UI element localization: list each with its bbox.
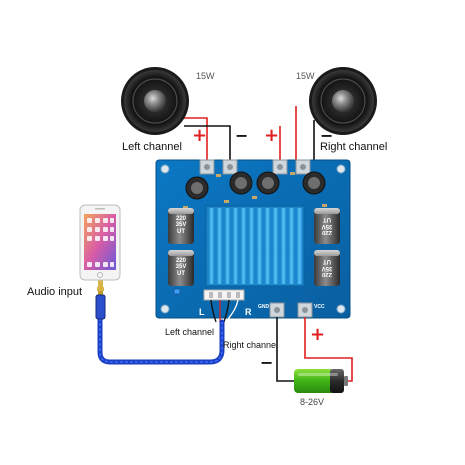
right-speaker-wires — [279, 106, 315, 167]
left-speaker-minus-marker: − — [235, 126, 249, 145]
input-wires — [210, 299, 239, 323]
audio-input-label: Audio input — [27, 286, 83, 298]
heatsink-fin — [249, 208, 254, 284]
capacitor-left-top — [168, 208, 194, 244]
heatsink-fin — [217, 208, 222, 284]
battery-voltage-label: 8-26V — [300, 397, 325, 407]
smartphone — [79, 204, 121, 281]
capacitor-left-bottom — [168, 250, 194, 286]
board-silk-R: R — [245, 307, 252, 317]
speaker-output-terminals — [199, 159, 311, 175]
power-plus-marker: + — [310, 324, 326, 345]
audio-input-connector — [203, 289, 245, 301]
heatsink-fin — [241, 208, 246, 284]
right-speaker-power-label: 15W — [296, 71, 315, 81]
power-terminals — [269, 302, 313, 318]
smd-components — [183, 172, 327, 209]
power-minus-marker: − — [260, 353, 274, 372]
heatsink-fin — [281, 208, 286, 284]
input-right-channel-label: Right channel — [223, 340, 279, 350]
heatsink-fin — [273, 208, 278, 284]
capacitor-marking-left-top: 220 35V UT — [175, 216, 187, 235]
input-left-channel-label: Left channel — [165, 327, 215, 337]
board-silk-L: L — [199, 307, 205, 317]
amplifier-board — [155, 159, 351, 319]
heatsink-fin — [209, 208, 214, 284]
right-speaker-channel-label: Right channel — [320, 141, 388, 153]
capacitor-marking-left-bottom: 220 35V UT — [175, 258, 187, 277]
board-silk-gnd: GND — [258, 304, 270, 310]
heatsink-fin — [265, 208, 270, 284]
power-led — [173, 288, 181, 295]
audio-jack — [95, 279, 106, 320]
inductors — [185, 171, 326, 200]
capacitor-marking-right-bottom: 220 35V UT — [321, 258, 333, 277]
right-speaker-plus-marker: + — [264, 125, 280, 146]
left-speaker-power-label: 15W — [196, 71, 215, 81]
heatsink-fin — [257, 208, 262, 284]
left-speaker-channel-label: Left channel — [122, 141, 182, 153]
right-speaker-minus-marker: − — [320, 126, 334, 145]
left-speaker — [121, 67, 189, 135]
board-silk-vcc: VCC — [314, 304, 325, 310]
power-wires — [276, 317, 353, 382]
heatsink-fin — [289, 208, 294, 284]
audio-cable — [97, 315, 225, 365]
right-speaker — [309, 67, 377, 135]
heatsink-fin — [233, 208, 238, 284]
left-speaker-plus-marker: + — [192, 125, 208, 146]
heatsink — [205, 205, 305, 287]
heatsink-fin — [297, 208, 302, 284]
capacitor-right-top — [314, 208, 340, 244]
capacitor-right-bottom — [314, 250, 340, 286]
battery — [294, 369, 348, 393]
capacitor-marking-right-top: 220 35V UT — [321, 216, 333, 235]
heatsink-fin — [225, 208, 230, 284]
